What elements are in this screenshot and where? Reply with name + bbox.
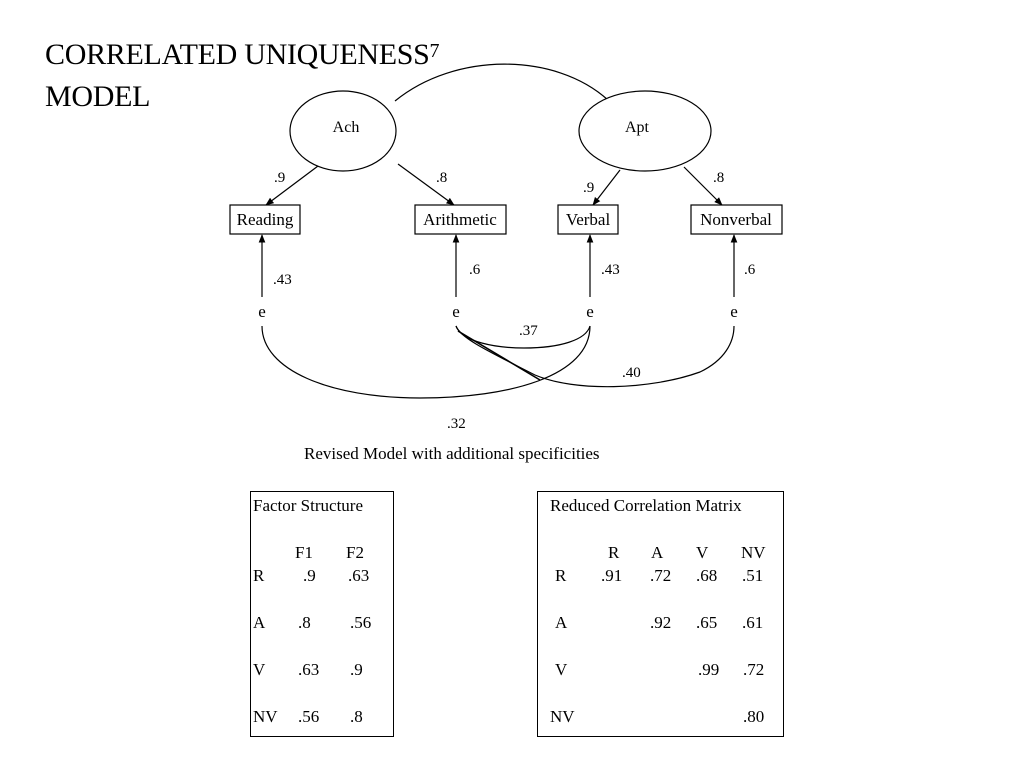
indicator-arithmetic: Arithmetic xyxy=(414,204,507,235)
factor-apt-label: Apt xyxy=(625,119,650,136)
loading-label-reading: .9 xyxy=(274,170,285,186)
table-cell: .9 xyxy=(350,660,363,679)
correlation-matrix-table: Reduced Correlation Matrix R A V NV R .9… xyxy=(537,491,784,737)
row-label: A xyxy=(555,613,568,632)
slide-title: CORRELATED UNIQUENESS7 MODEL xyxy=(45,34,440,118)
table-cell: .56 xyxy=(298,707,320,726)
row-label: A xyxy=(253,613,266,632)
error-path-label-verbal: .43 xyxy=(601,262,620,278)
indicator-nonverbal: Nonverbal xyxy=(690,204,783,235)
row-label: V xyxy=(555,660,568,679)
indicator-nonverbal-label: Nonverbal xyxy=(700,210,772,229)
table-cell: .99 xyxy=(698,660,720,679)
table-cell: .80 xyxy=(743,707,765,726)
column-header: R xyxy=(608,543,620,562)
error-correlation-label-arith-verbal: .37 xyxy=(519,323,538,339)
title-line-2: MODEL xyxy=(45,80,151,113)
loading-label-arithmetic: .8 xyxy=(436,170,447,186)
table-cell: .92 xyxy=(650,613,672,632)
table-cell: .72 xyxy=(650,566,672,585)
table-cell: .68 xyxy=(696,566,718,585)
error-correlation-cross-stroke xyxy=(457,330,541,381)
indicator-reading-label: Reading xyxy=(237,210,294,229)
indicator-arithmetic-label: Arithmetic xyxy=(423,210,497,229)
table-cell: .51 xyxy=(742,566,764,585)
column-header: F1 xyxy=(295,543,313,562)
table-cell: .65 xyxy=(696,613,718,632)
factor-apt: Apt xyxy=(578,90,712,172)
error-correlation-arith-nonverbal xyxy=(455,325,735,388)
table-cell: .72 xyxy=(743,660,765,679)
indicator-arithmetic-box xyxy=(414,204,507,235)
table-cell: .8 xyxy=(350,707,363,726)
error-path-label-nonverbal: .6 xyxy=(744,262,756,278)
error-correlation-label-arith-nonverbal: .40 xyxy=(622,365,641,381)
error-correlation-label-reading-verbal: .32 xyxy=(447,416,466,432)
factor-ach: Ach xyxy=(289,90,397,172)
table-cell: .91 xyxy=(601,566,623,585)
error-path-label-arithmetic: .6 xyxy=(469,262,481,278)
error-correlation-reading-verbal xyxy=(261,325,591,399)
column-header: F2 xyxy=(346,543,364,562)
column-header: A xyxy=(651,543,664,562)
indicator-verbal: Verbal xyxy=(557,204,619,235)
error-term-nonverbal: e xyxy=(730,302,738,321)
error-term-verbal: e xyxy=(586,302,594,321)
column-header: V xyxy=(696,543,709,562)
loading-arrow-nonverbal xyxy=(683,166,723,206)
factor-covariance-arc xyxy=(394,63,609,102)
indicator-verbal-label: Verbal xyxy=(566,210,611,229)
table-cell: .9 xyxy=(303,566,316,585)
loading-arrow-verbal xyxy=(592,169,621,206)
indicator-verbal-box xyxy=(557,204,619,235)
title-line-1: CORRELATED UNIQUENESS7 xyxy=(45,38,440,71)
error-path-label-reading: .43 xyxy=(273,272,292,288)
factor-apt-ellipse xyxy=(578,90,712,172)
table-cell: .61 xyxy=(742,613,764,632)
table-cell: .63 xyxy=(298,660,320,679)
error-term-arithmetic: e xyxy=(452,302,460,321)
indicator-reading-box xyxy=(229,204,301,235)
table-cell: .56 xyxy=(350,613,372,632)
diagram-caption: Revised Model with additional specificit… xyxy=(304,444,600,463)
loading-label-nonverbal: .8 xyxy=(713,170,724,186)
row-label: V xyxy=(253,660,266,679)
factor-ach-ellipse xyxy=(289,90,397,172)
error-term-reading: e xyxy=(258,302,266,321)
row-label: R xyxy=(555,566,567,585)
correlation-matrix-title: Reduced Correlation Matrix xyxy=(550,496,742,515)
title-superscript: 7 xyxy=(429,40,440,62)
factor-structure-table: Factor Structure F1 F2 R .9 .63 A .8 .56… xyxy=(250,491,394,737)
factor-structure-title: Factor Structure xyxy=(253,496,363,515)
row-label: NV xyxy=(550,707,575,726)
factor-ach-label: Ach xyxy=(333,119,360,136)
loading-arrow-reading xyxy=(265,165,319,206)
loading-label-verbal: .9 xyxy=(583,180,594,196)
table-cell: .8 xyxy=(298,613,311,632)
table-cell: .63 xyxy=(348,566,370,585)
column-header: NV xyxy=(741,543,766,562)
indicator-reading: Reading xyxy=(229,204,301,235)
row-label: R xyxy=(253,566,265,585)
indicator-nonverbal-box xyxy=(690,204,783,235)
loading-arrow-arithmetic xyxy=(397,163,455,206)
row-label: NV xyxy=(253,707,278,726)
